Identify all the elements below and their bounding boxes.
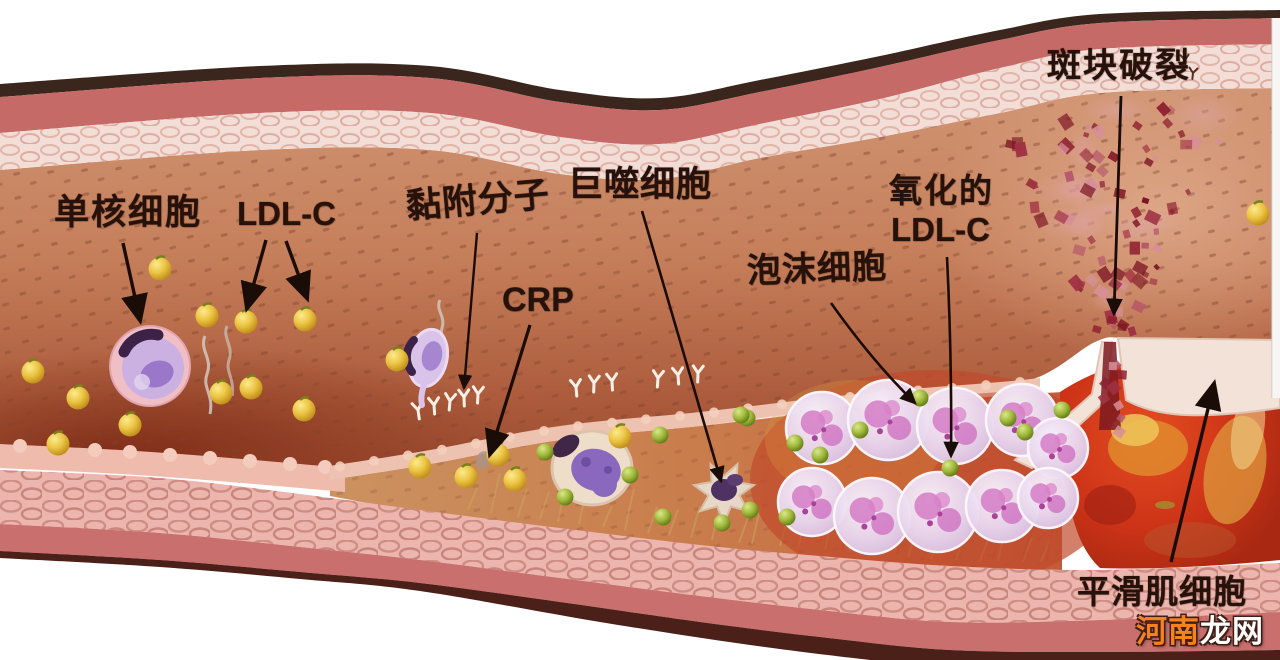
oxidized-ldl-particle [941, 459, 959, 477]
leader-macrophage [640, 210, 725, 484]
oxidized-ldl-particle [741, 501, 759, 519]
oxidized-ldl-particle [556, 488, 574, 506]
ldl-particle [408, 453, 432, 479]
outer-band-bottom [0, 524, 1280, 653]
oxidized-ldl-particle [536, 443, 554, 461]
artery-top-wall [0, 10, 1280, 181]
oxidized-ldl-particle [778, 508, 796, 526]
arrow-monocyte [121, 242, 148, 325]
adhesion-molecule-icon [568, 378, 582, 398]
ldl-particle [66, 384, 90, 410]
adhesion-molecule-icon [427, 396, 440, 416]
image-right-edge-strip [1271, 18, 1280, 398]
adhesion-molecule-icon [671, 366, 684, 386]
oxidized-ldl-particle [851, 421, 869, 439]
outer-edge-top [0, 10, 1280, 111]
ldl-particle [239, 374, 263, 400]
ldl-particle [608, 423, 632, 449]
oxidized-ldl-particle [1016, 423, 1034, 441]
foam-cell [832, 476, 912, 556]
oxidized-ldl-particle [621, 466, 639, 484]
adhesion-molecule-icon [444, 392, 458, 412]
oxidized-ldl-particle [732, 406, 750, 424]
oxidized-ldl-particle [1053, 401, 1071, 419]
oxidized-ldl-particle [786, 434, 804, 452]
oxidized-ldl-particle [911, 389, 929, 407]
adhesion-molecule-icon [652, 369, 665, 389]
ldl-particle [195, 302, 219, 328]
leader-foam [829, 302, 917, 405]
oxidized-ldl-particle [651, 426, 669, 444]
label-ldl-c: LDL-C [237, 195, 336, 232]
label-arrows [121, 95, 1222, 563]
arrow-ldl-left [240, 239, 268, 313]
oxidized-ldl-particle [811, 446, 829, 464]
ldl-particle [118, 411, 142, 437]
label-foam-cell: 泡沫细胞 [746, 247, 888, 291]
label-crp: CRP [502, 281, 574, 319]
ldl-particle [46, 430, 70, 456]
outer-edge-bottom [0, 551, 1280, 660]
arrow-crp [484, 324, 532, 459]
ldl-particle [454, 463, 478, 489]
adhesion-molecule-icon [471, 385, 485, 405]
foam-cell [915, 386, 995, 466]
crp-strand [224, 325, 235, 397]
watermark-part1: 河南 [1136, 614, 1200, 649]
plaque-rupture-debris [1004, 93, 1241, 337]
oxidized-ldl-particle [713, 514, 731, 532]
outer-band-top [0, 18, 1280, 145]
fibrous-cap-right [1116, 336, 1280, 417]
ldl-particle [503, 466, 527, 492]
label-oxidized-ldl-line2: LDL-C [891, 211, 990, 248]
foam-cell [1026, 416, 1090, 480]
oxidized-ldl-particle [999, 409, 1017, 427]
ldl-particle [292, 396, 316, 422]
label-macrophage: 巨噬细胞 [568, 165, 713, 204]
watermark-part2: 龙网 [1200, 614, 1264, 649]
arrow-ldl-right [284, 240, 311, 303]
adhesion-molecule-icon [605, 372, 619, 392]
leader-adhesion [457, 232, 479, 391]
label-oxidized-ldl-line1: 氧化的 [889, 172, 994, 209]
label-plaque-rupture: 斑块破裂 [1047, 47, 1191, 85]
adhesion-molecule-icon [691, 364, 705, 384]
adhesion-molecule-icon [587, 374, 601, 394]
ldl-particle [148, 255, 172, 281]
foam-cell [1016, 466, 1080, 530]
crp-strand [202, 335, 213, 415]
oxidized-ldl-particle [654, 508, 672, 526]
adhesion-molecule-icon [457, 388, 471, 408]
fibrous-cap [1013, 336, 1280, 470]
monocyte-cell [109, 325, 191, 407]
label-monocyte: 单核细胞 [54, 193, 203, 232]
label-smooth-muscle-cell: 平滑肌细胞 [1077, 573, 1247, 610]
ldl-particle [1246, 200, 1270, 226]
ldl-particle [21, 358, 45, 384]
ldl-particle [385, 346, 409, 372]
ldl-particle [209, 379, 233, 405]
leader-oxidized [943, 256, 959, 459]
leader-rupture [1106, 95, 1123, 317]
foam-cell [964, 468, 1040, 544]
ldl-particle [293, 306, 317, 332]
adhering-monocyte-cell [402, 327, 450, 408]
endothelium-left [0, 444, 345, 492]
cells [109, 53, 1199, 556]
watermark: 河南龙网 [1136, 606, 1264, 651]
arrow-smooth-muscle [1169, 379, 1222, 563]
foam-cell [896, 470, 980, 554]
